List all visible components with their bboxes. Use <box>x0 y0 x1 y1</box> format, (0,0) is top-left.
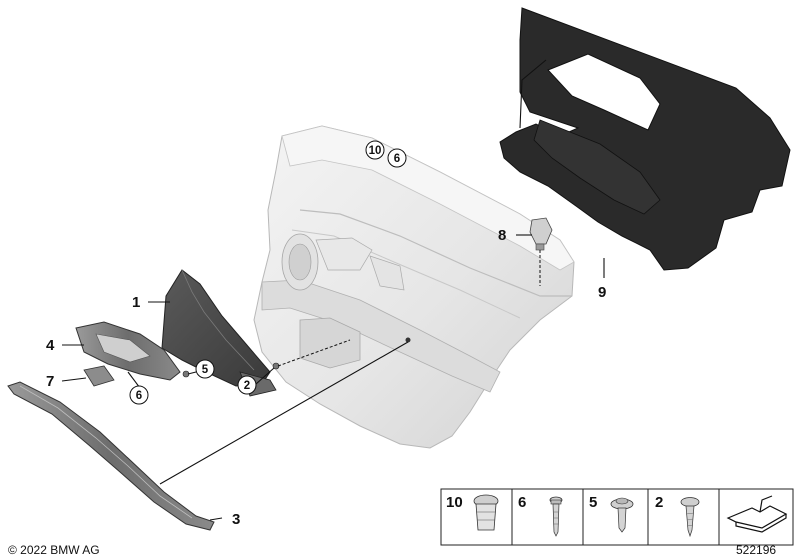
callout-4: 4 <box>46 337 55 354</box>
isometric-symbol-icon <box>726 495 788 533</box>
callout-10-circle: 10 <box>365 140 385 160</box>
callout-5: 5 <box>202 364 209 376</box>
callout-10: 10 <box>369 145 382 157</box>
diagram-number: 522196 <box>736 543 776 557</box>
callout-8: 8 <box>498 227 506 244</box>
callout-7: 7 <box>46 373 54 390</box>
tapping-screw-icon <box>680 497 700 538</box>
callout-2: 2 <box>244 380 250 392</box>
handle-bracket-part-4 <box>75 321 181 381</box>
callout-6b: 6 <box>394 153 400 165</box>
trim-strip-part-3 <box>7 381 215 531</box>
screw-markers <box>182 337 411 378</box>
legend-label-6: 6 <box>518 494 526 511</box>
fastener-legend: 10 6 5 2 <box>440 488 794 546</box>
callout-6b-circle: 6 <box>387 148 407 168</box>
callout-9: 9 <box>598 284 606 301</box>
leader-lines <box>61 234 605 521</box>
legend-label-5: 5 <box>589 494 597 511</box>
insulation-mat-part <box>499 7 791 271</box>
callout-6-circle: 6 <box>129 385 149 405</box>
push-clip-icon <box>473 494 499 531</box>
clip-part-8 <box>529 217 553 251</box>
legend-label-2: 2 <box>655 494 663 511</box>
callout-2-circle: 2 <box>237 375 257 395</box>
cover-cap-part-7 <box>83 365 115 387</box>
callout-5-circle: 5 <box>195 359 215 379</box>
legend-label-10: 10 <box>446 494 463 511</box>
callout-6: 6 <box>136 390 142 402</box>
callout-1: 1 <box>132 294 140 311</box>
screw-icon <box>549 496 563 537</box>
copyright-text: © 2022 BMW AG <box>8 543 100 557</box>
door-trim-panel <box>253 125 575 449</box>
callout-3: 3 <box>232 511 240 528</box>
flange-screw-icon <box>610 497 634 533</box>
